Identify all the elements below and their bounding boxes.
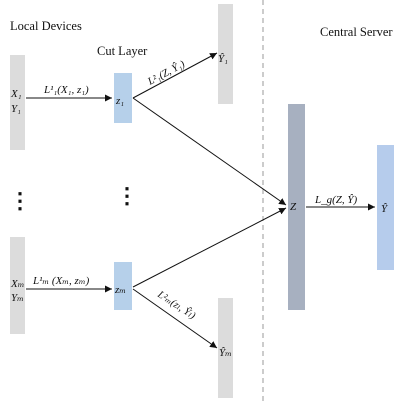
cut-node-m [114, 262, 132, 310]
server-node [288, 104, 305, 310]
arrow-cut-1-to-server [132, 97, 287, 206]
device-m-input-y: Yₘ [11, 292, 24, 304]
cut-node-m-label: zₘ [114, 284, 126, 296]
device-1-output-loss-label: L²₁(Z, Ŷ₁) [145, 58, 187, 88]
arrow-cut-m-to-server [132, 207, 287, 288]
device-m-input-x: Xₘ [10, 278, 24, 290]
device-m-output-bar [218, 298, 233, 398]
cut-ellipsis: ⋮ [116, 183, 138, 208]
devices-ellipsis: ⋮ [9, 188, 31, 213]
server-output-label: Ŷ [381, 203, 389, 215]
device-1-output-bar [218, 4, 233, 104]
arrow-cut-m-to-output [132, 288, 218, 349]
device-m-output-loss-label: L²ₘ(zₗ, Ŷₗ) [155, 288, 199, 322]
arrow-cut-1-to-output [132, 52, 218, 99]
cut-node-1 [114, 73, 132, 123]
device-m-output-label: Ŷₘ [219, 347, 232, 359]
cut-layer-header: Cut Layer [97, 44, 148, 58]
server-node-label: Z [290, 201, 297, 213]
central-server-header: Central Server [320, 25, 393, 39]
server-output-node [377, 145, 394, 270]
device-1-loss-label: L¹₁(X₁, z₁) [43, 84, 89, 96]
server-loss-label: L_g(Z, Ŷ) [314, 194, 358, 206]
local-devices-header: Local Devices [10, 19, 82, 33]
device-m-loss-label: L¹ₘ (Xₘ, zₘ) [32, 275, 90, 287]
device-1-output-label: Ŷ₁ [218, 53, 228, 65]
cut-node-1-label: z₁ [115, 95, 124, 107]
device-1-input-x: X₁ [10, 88, 22, 100]
device-1-input-y: Y₁ [11, 103, 21, 115]
device-1-bar [10, 55, 25, 150]
device-m-bar [10, 237, 25, 334]
